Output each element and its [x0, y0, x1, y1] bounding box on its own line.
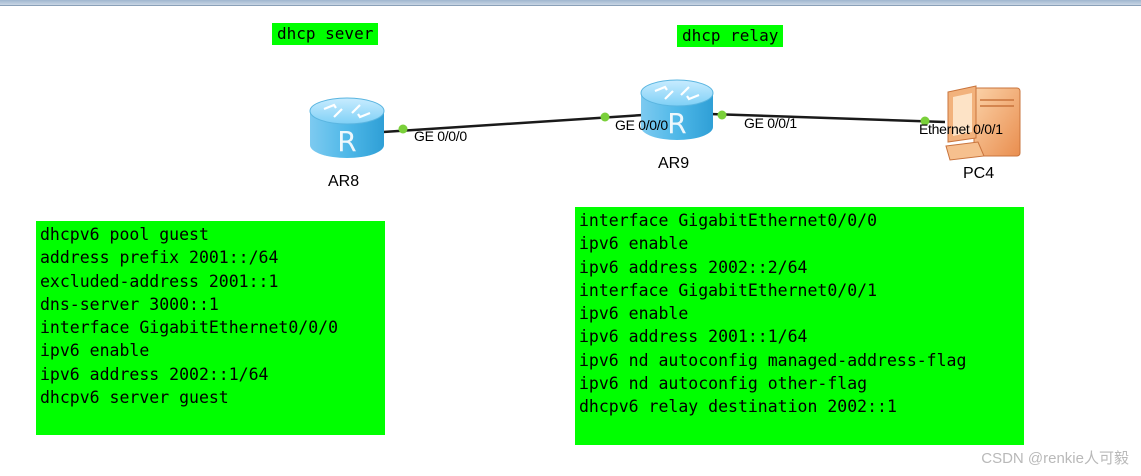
config-line: ipv6 nd autoconfig other-flag — [579, 372, 1020, 395]
device-label-ar9: AR9 — [658, 155, 689, 173]
config-line: ipv6 enable — [40, 339, 381, 362]
config-line: interface GigabitEthernet0/0/0 — [40, 316, 381, 339]
port-label-ar9-ge000: GE 0/0/0 — [615, 117, 668, 133]
config-line: ipv6 address 2001::1/64 — [579, 325, 1020, 348]
config-line: excluded-address 2001::1 — [40, 270, 381, 293]
device-label-pc4: PC4 — [963, 165, 994, 183]
config-line: address prefix 2001::/64 — [40, 246, 381, 269]
config-line: ipv6 address 2002::2/64 — [579, 256, 1020, 279]
watermark: CSDN @renkie人可毅 — [981, 447, 1129, 468]
port-label-ar9-ge001: GE 0/0/1 — [744, 115, 797, 131]
port-label-ar8-ge000: GE 0/0/0 — [414, 128, 467, 144]
config-line: interface GigabitEthernet0/0/1 — [579, 279, 1020, 302]
config-line: ipv6 nd autoconfig managed-address-flag — [579, 349, 1020, 372]
dhcp-server-tag: dhcp sever — [272, 23, 378, 45]
svg-text:R: R — [667, 107, 686, 140]
router-ar8-icon[interactable]: R — [310, 98, 384, 158]
config-line: dhcpv6 pool guest — [40, 223, 381, 246]
device-label-ar8: AR8 — [328, 173, 359, 191]
config-line: dns-server 3000::1 — [40, 293, 381, 316]
port-label-pc4-ethernet: Ethernet 0/0/1 — [919, 121, 1003, 137]
config-line: interface GigabitEthernet0/0/0 — [579, 209, 1020, 232]
dhcp-server-config-box: dhcpv6 pool guest address prefix 2001::/… — [36, 221, 385, 435]
config-line: ipv6 address 2002::1/64 — [40, 363, 381, 386]
config-line: dhcpv6 relay destination 2002::1 — [579, 395, 1020, 418]
svg-text:R: R — [337, 125, 356, 158]
config-line: dhcpv6 server guest — [40, 386, 381, 409]
dhcp-relay-config-box: interface GigabitEthernet0/0/0 ipv6 enab… — [575, 207, 1024, 445]
dhcp-relay-tag: dhcp relay — [677, 25, 783, 47]
config-line: ipv6 enable — [579, 302, 1020, 325]
config-line: ipv6 enable — [579, 232, 1020, 255]
